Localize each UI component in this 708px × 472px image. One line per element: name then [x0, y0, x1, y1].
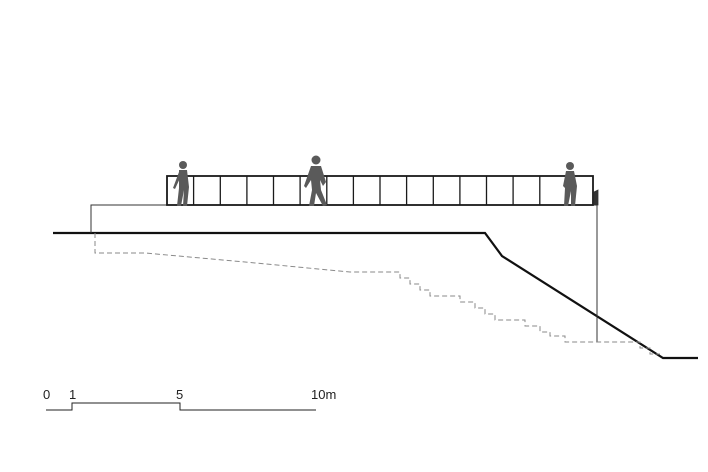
figure-left — [173, 161, 189, 206]
figure-center — [304, 155, 327, 206]
scale-label-0: 0 — [43, 387, 50, 402]
ground-line — [53, 231, 698, 360]
hidden-underside-line — [94, 233, 660, 355]
scale-bar-line — [46, 402, 316, 411]
scale-bar: 0 1 5 10m — [43, 387, 336, 411]
figure-right — [563, 162, 577, 206]
railing-posts — [192, 176, 568, 205]
scale-label-1: 1 — [69, 387, 76, 402]
deck-end-detail — [593, 189, 599, 206]
platform-deck — [90, 204, 598, 342]
scale-label-10m: 10m — [311, 387, 336, 402]
scale-label-5: 5 — [176, 387, 183, 402]
railing — [166, 175, 594, 206]
